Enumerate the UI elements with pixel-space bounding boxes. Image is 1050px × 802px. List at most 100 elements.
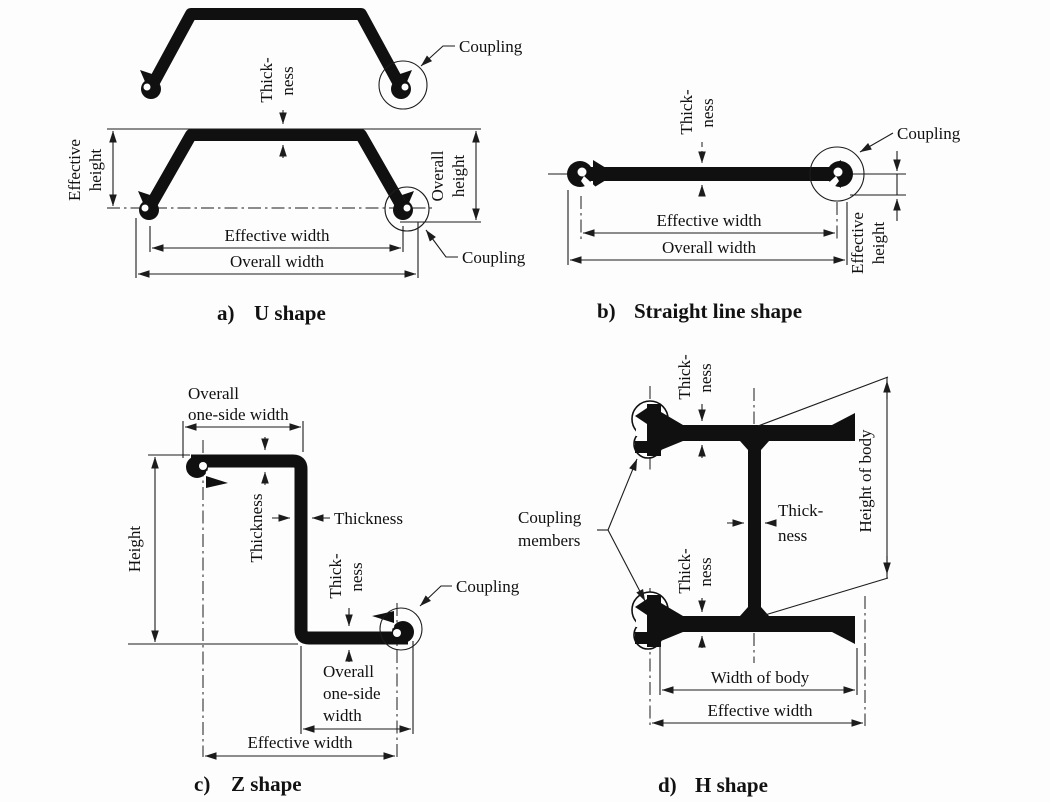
coupling-highlight-circle [379, 607, 423, 651]
h-thickness-top-label-2: ness [696, 363, 715, 392]
h-thickness-web-label-2: ness [778, 526, 807, 545]
hook-barb [400, 70, 412, 84]
panel-z-shape: Overall one-side width Height Thickness … [125, 384, 520, 796]
straight-effective-width-dimension: Effective width [580, 196, 838, 240]
straight-shape-caption: b) Straight line shape [597, 299, 802, 323]
hook-barb [206, 476, 228, 488]
coupling-highlight-circle [378, 60, 428, 110]
straight-overall-width-dimension: Overall width [567, 190, 848, 265]
z-thickness-bottom-label-2: ness [347, 562, 366, 591]
h-coupling-members-callout: Coupling members [518, 458, 646, 602]
h-effective-width-dimension: Effective width [651, 701, 864, 727]
straight-thickness-label-2: ness [698, 98, 717, 127]
panel-straight-line-shape: Thick- ness Coupling Effective width Ove… [548, 89, 961, 323]
h-thickness-web-label-1: Thick- [778, 501, 824, 520]
z-height-dimension: Height [125, 454, 298, 645]
u-overall-width-dimension: Overall width [135, 218, 419, 278]
caption-prefix-a: a) [217, 301, 235, 325]
u-coupling-bottom-label: Coupling [462, 248, 526, 267]
z-thickness-bottom-label-1: Thick- [326, 553, 345, 599]
straight-effective-height-dimension: Effective height [848, 151, 906, 274]
h-height-of-body-label: Height of body [856, 429, 875, 532]
u-thickness-label-1: Thick- [257, 57, 276, 103]
coupling-highlight-circle [809, 146, 865, 202]
straight-coupling-label: Coupling [897, 124, 961, 143]
z-effective-width-label: Effective width [248, 733, 353, 752]
u-overall-width-label: Overall width [230, 252, 324, 271]
u-shape-caption: a) U shape [217, 301, 326, 325]
h-thickness-top-label-1: Thick- [675, 354, 694, 400]
z-overall-one-side-width-top: Overall one-side width [182, 384, 304, 458]
z-profile [186, 454, 423, 651]
z-coupling-callout: Coupling [419, 577, 520, 607]
straight-coupling-callout: Coupling [859, 124, 961, 153]
hook-barb [402, 191, 414, 205]
coupling-highlight-circle [384, 186, 430, 232]
straight-overall-width-label: Overall width [662, 238, 756, 257]
straight-effective-height-label-1: Effective [848, 212, 867, 274]
u-effective-height-label-1: Effective [65, 139, 84, 201]
u-overall-height-label-2: height [449, 154, 468, 197]
z-thickness-top-label: Thickness [247, 494, 266, 563]
h-thickness-bottom-label-2: ness [696, 557, 715, 586]
h-coupling-members-label-1: Coupling [518, 508, 582, 527]
u-effective-width-label: Effective width [225, 226, 330, 245]
bottom-flange [658, 616, 855, 632]
straight-profile [567, 146, 865, 202]
straight-effective-height-label-2: height [869, 221, 888, 264]
hook-barb [138, 191, 150, 205]
z-overall-one-side-width-bottom: Overall one-side width [300, 641, 414, 734]
z-oosw-top-label-2: one-side width [188, 405, 289, 424]
h-profile [658, 413, 855, 644]
panel-h-shape: Thick- ness Thick- ness Thick- ness Heig… [518, 354, 891, 797]
u-effective-height-label-2: height [86, 148, 105, 191]
u-thickness-callout: Thick- ness [257, 57, 297, 158]
caption-title-a: U shape [254, 301, 326, 325]
caption-title-b: Straight line shape [634, 299, 802, 323]
z-oosw-bottom-label-1: Overall [323, 662, 374, 681]
z-thickness-web-callout: Thickness [272, 509, 403, 528]
u-overall-height-label-1: Overall [428, 150, 447, 201]
h-thickness-bottom-label-1: Thick- [675, 548, 694, 594]
web [748, 441, 761, 616]
z-thickness-bottom-callout: Thick- ness [326, 553, 366, 662]
h-thickness-web-callout: Thick- ness [727, 501, 824, 545]
hook-barb [372, 611, 394, 623]
caption-prefix-b: b) [597, 299, 616, 323]
h-effective-width-label: Effective width [708, 701, 813, 720]
z-coupling-label: Coupling [456, 577, 520, 596]
u-effective-height-dimension: Effective height [65, 128, 481, 207]
z-effective-width-dimension: Effective width [204, 733, 396, 760]
u-effective-width-dimension: Effective width [149, 226, 404, 252]
straight-thickness-callout: Thick- ness [677, 89, 717, 197]
h-thickness-top-callout: Thick- ness [675, 354, 715, 458]
u-overall-height-dimension: Overall height [400, 130, 481, 223]
straight-effective-width-label: Effective width [657, 211, 762, 230]
u-thickness-label-2: ness [278, 66, 297, 95]
u-shape-lower-profile [107, 129, 434, 232]
u-coupling-bottom-callout: Coupling [425, 229, 526, 267]
caption-prefix-d: d) [658, 773, 677, 797]
z-shape-caption: c) Z shape [194, 772, 302, 796]
h-height-of-body-dimension: Height of body [757, 376, 891, 616]
h-coupling-members-label-2: members [518, 531, 580, 550]
straight-thickness-label-1: Thick- [677, 89, 696, 135]
h-thickness-bottom-callout: Thick- ness [675, 548, 715, 648]
z-oosw-bottom-label-3: width [323, 706, 362, 725]
u-coupling-top-label: Coupling [459, 37, 523, 56]
u-coupling-top-callout: Coupling [420, 37, 523, 67]
caption-prefix-c: c) [194, 772, 210, 796]
hook-barb [140, 70, 152, 84]
u-shape-upper-profile [140, 8, 428, 110]
caption-title-d: H shape [695, 773, 768, 797]
z-thickness-top-flange-callout: Thickness [247, 437, 269, 563]
z-thickness-web-label: Thickness [334, 509, 403, 528]
panel-u-shape: Coupling Thick- ness Effective height [65, 8, 526, 325]
z-oosw-top-label-1: Overall [188, 384, 239, 403]
caption-title-c: Z shape [231, 772, 302, 796]
z-oosw-bottom-label-2: one-side [323, 684, 381, 703]
top-flange [658, 425, 855, 441]
z-height-label: Height [125, 526, 144, 573]
